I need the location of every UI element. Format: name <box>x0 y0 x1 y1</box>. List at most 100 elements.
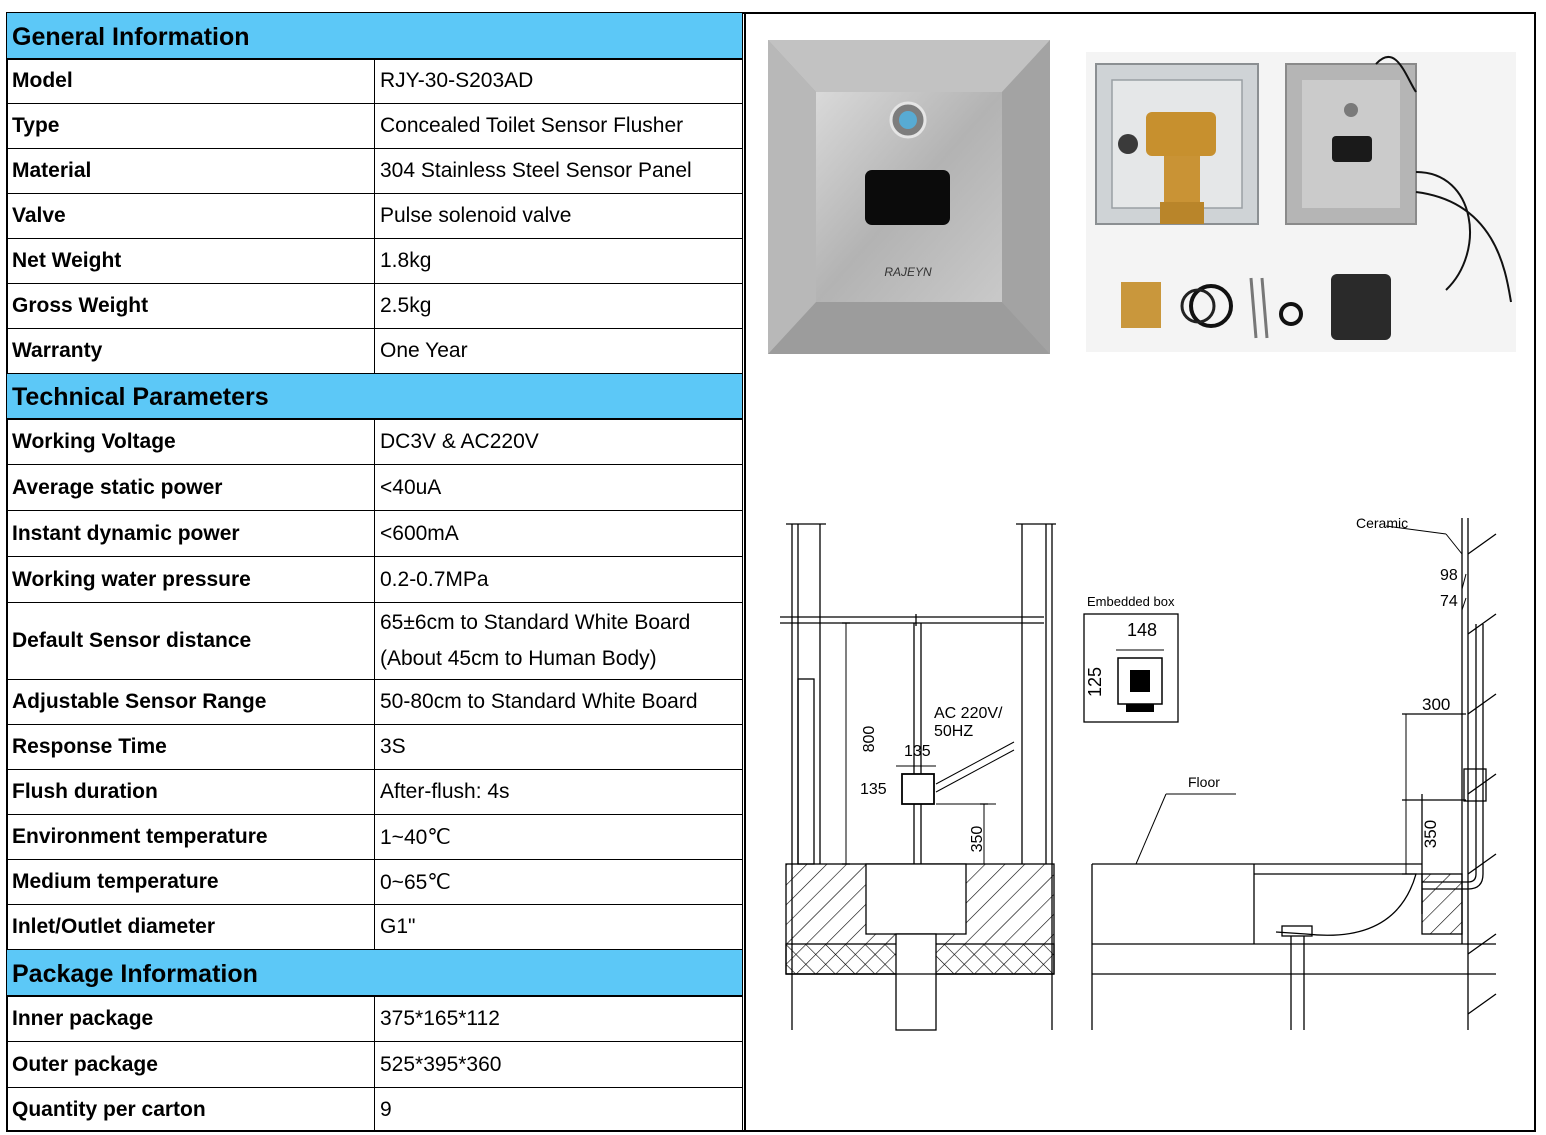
table-row: Flush duration After-flush: 4s <box>6 769 743 815</box>
spec-key: Response Time <box>6 724 375 770</box>
front-view-labels: 800 AC 220V/ 50HZ 135 135 350 <box>860 705 1003 852</box>
spec-table: General Information Model RJY-30-S203AD … <box>6 12 743 1132</box>
spec-value: 0~65℃ <box>374 859 743 905</box>
spec-key: Gross Weight <box>6 283 375 329</box>
table-row: Average static power <40uA <box>6 464 743 511</box>
ceramic-label: Ceramic <box>1356 515 1408 531</box>
spec-key: Model <box>6 58 375 104</box>
sensor-panel-photo: RAJEYN <box>768 40 1050 354</box>
dimension-label: 300 <box>1422 695 1450 714</box>
table-row: Default Sensor distance 65±6cm to Standa… <box>6 602 743 680</box>
spec-key: Working water pressure <box>6 556 375 603</box>
spec-key: Flush duration <box>6 769 375 815</box>
section-header-technical: Technical Parameters <box>6 373 743 420</box>
spec-value: 1~40℃ <box>374 814 743 860</box>
power-box <box>1331 274 1391 340</box>
table-row: Type Concealed Toilet Sensor Flusher <box>6 103 743 149</box>
dimension-label: 125 <box>1085 667 1105 697</box>
table-row: Medium temperature 0~65℃ <box>6 859 743 905</box>
spec-value: RJY-30-S203AD <box>374 58 743 104</box>
table-row: Working Voltage DC3V & AC220V <box>6 418 743 465</box>
dimension-label: 98 <box>1440 567 1458 584</box>
spec-key: Default Sensor distance <box>6 602 375 680</box>
front-view-drawing <box>780 523 1056 1031</box>
spec-value: 9 <box>374 1087 743 1132</box>
dimension-label: 135 <box>904 743 931 760</box>
spec-key: Material <box>6 148 375 194</box>
product-illustrations: RAJEYN <box>768 40 1516 1031</box>
spec-key: Valve <box>6 193 375 239</box>
spec-value: Pulse solenoid valve <box>374 193 743 239</box>
table-row: Valve Pulse solenoid valve <box>6 193 743 239</box>
dimension-label: 74 <box>1440 593 1458 610</box>
table-row: Instant dynamic power <600mA <box>6 510 743 557</box>
spec-key: Working Voltage <box>6 418 375 465</box>
spec-key: Adjustable Sensor Range <box>6 679 375 725</box>
table-row: Warranty One Year <box>6 328 743 374</box>
spec-value-line: (About 45cm to Human Body) <box>380 647 657 670</box>
spec-key: Inner package <box>6 995 375 1042</box>
floor-label: Floor <box>1188 774 1220 790</box>
image-panel: RAJEYN <box>744 14 1534 1130</box>
section-title: Technical Parameters <box>6 373 743 420</box>
spec-key: Quantity per carton <box>6 1087 375 1132</box>
section-header-package: Package Information <box>6 949 743 997</box>
spec-value: 525*395*360 <box>374 1041 743 1088</box>
dimension-label: 350 <box>969 826 986 853</box>
spec-value: 375*165*112 <box>374 995 743 1042</box>
spec-value: Concealed Toilet Sensor Flusher <box>374 103 743 149</box>
kit-photo <box>1086 52 1516 352</box>
spec-key: Inlet/Outlet diameter <box>6 904 375 950</box>
dimension-label: 148 <box>1127 620 1157 640</box>
table-row: Response Time 3S <box>6 724 743 770</box>
table-row: Working water pressure 0.2-0.7MPa <box>6 556 743 603</box>
spec-value: G1" <box>374 904 743 950</box>
spec-value: 50-80cm to Standard White Board <box>374 679 743 725</box>
table-row: Adjustable Sensor Range 50-80cm to Stand… <box>6 679 743 725</box>
table-row: Inlet/Outlet diameter G1" <box>6 904 743 950</box>
sensor-window <box>865 170 950 225</box>
spec-key: Medium temperature <box>6 859 375 905</box>
spec-key: Warranty <box>6 328 375 374</box>
spec-value: 304 Stainless Steel Sensor Panel <box>374 148 743 194</box>
spec-value-line: 65±6cm to Standard White Board <box>380 611 691 634</box>
spec-key: Outer package <box>6 1041 375 1088</box>
spec-key: Net Weight <box>6 238 375 284</box>
spec-value: After-flush: 4s <box>374 769 743 815</box>
spec-value: <600mA <box>374 510 743 557</box>
power-label: AC 220V/ <box>934 705 1003 722</box>
spec-value: 1.8kg <box>374 238 743 284</box>
table-row: Quantity per carton 9 <box>6 1087 743 1132</box>
table-row: Inner package 375*165*112 <box>6 995 743 1042</box>
embedded-box-inset: Embedded box 148 125 <box>1083 594 1179 723</box>
valve-body <box>1146 112 1216 156</box>
spec-value: <40uA <box>374 464 743 511</box>
dimension-label: 800 <box>861 726 878 753</box>
dimension-label: 350 <box>1421 820 1440 848</box>
spec-value: 65±6cm to Standard White Board (About 45c… <box>374 602 743 680</box>
side-view-labels: Ceramic 98 74 300 350 Floor <box>1188 515 1458 848</box>
spec-key: Type <box>6 103 375 149</box>
side-view-drawing <box>1091 518 1497 1030</box>
table-row: Net Weight 1.8kg <box>6 238 743 284</box>
inset-title: Embedded box <box>1087 594 1175 609</box>
spec-value: DC3V & AC220V <box>374 418 743 465</box>
spec-value: 2.5kg <box>374 283 743 329</box>
table-row: Environment temperature 1~40℃ <box>6 814 743 860</box>
table-row: Material 304 Stainless Steel Sensor Pane… <box>6 148 743 194</box>
power-label: 50HZ <box>934 723 973 740</box>
spec-key: Environment temperature <box>6 814 375 860</box>
spec-key: Average static power <box>6 464 375 511</box>
section-title: General Information <box>6 12 743 60</box>
dimension-label: 135 <box>860 781 887 798</box>
table-row: Model RJY-30-S203AD <box>6 58 743 104</box>
spec-value: 0.2-0.7MPa <box>374 556 743 603</box>
table-row: Gross Weight 2.5kg <box>6 283 743 329</box>
section-header-general: General Information <box>6 12 743 60</box>
table-row: Outer package 525*395*360 <box>6 1041 743 1088</box>
spec-value: 3S <box>374 724 743 770</box>
spec-key: Instant dynamic power <box>6 510 375 557</box>
brand-logo: RAJEYN <box>884 265 932 279</box>
section-title: Package Information <box>6 949 743 997</box>
spec-value: One Year <box>374 328 743 374</box>
